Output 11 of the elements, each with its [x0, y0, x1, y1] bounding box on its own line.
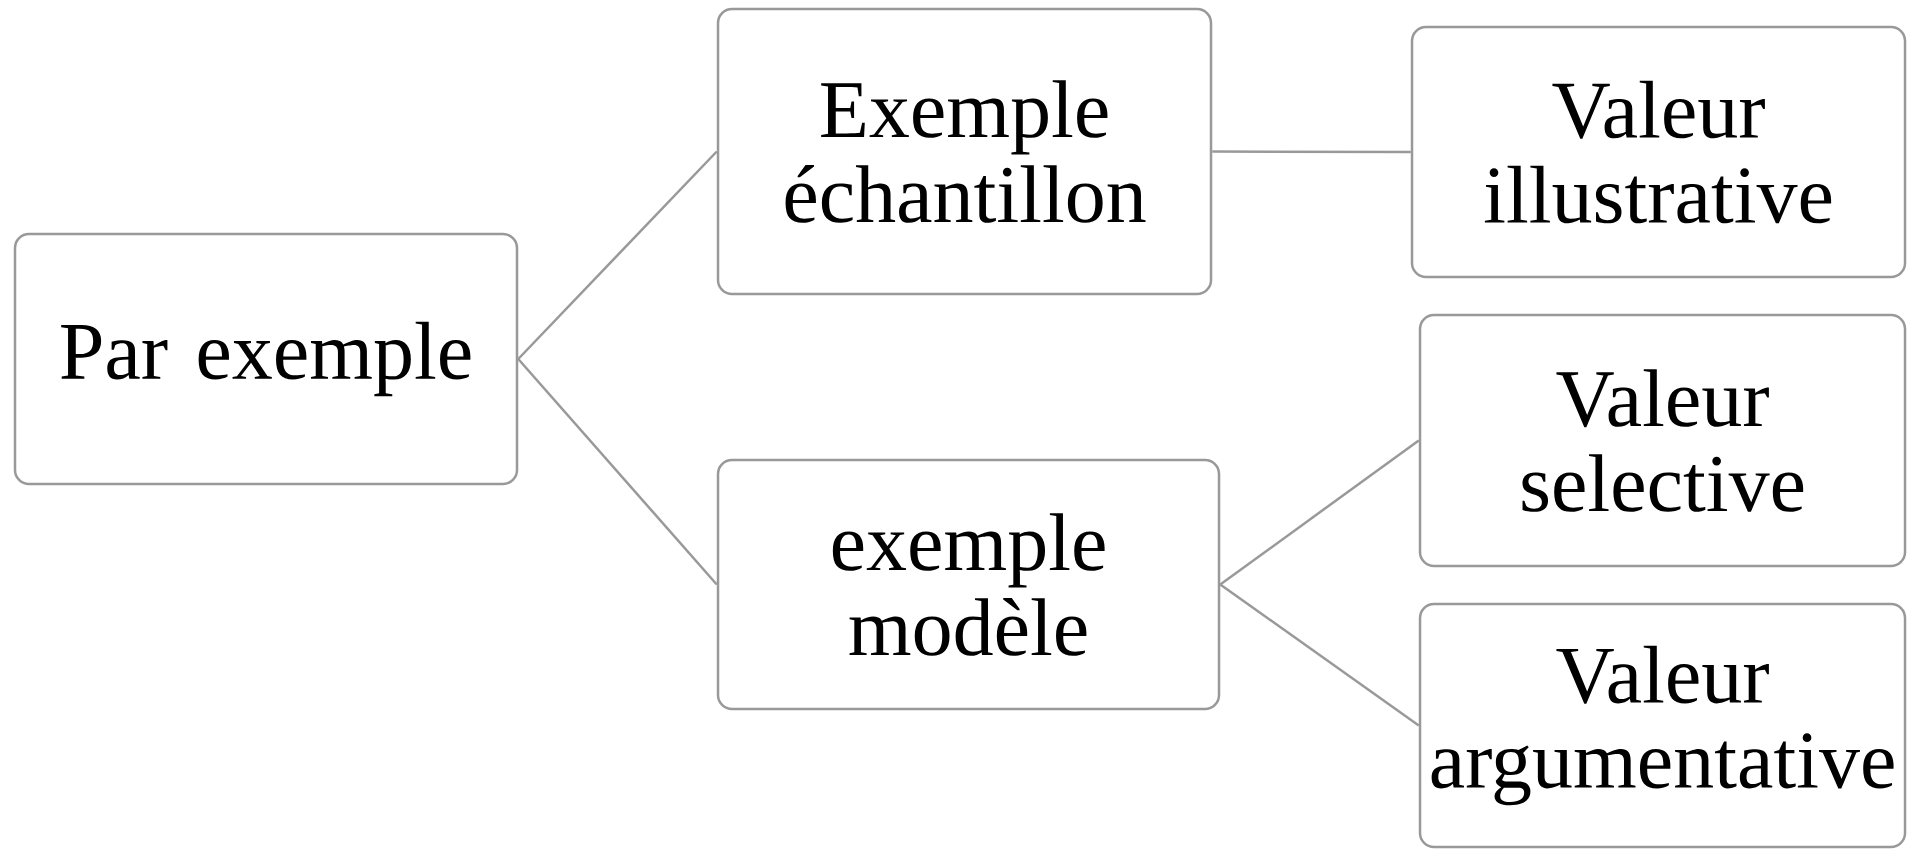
process-box: Par exemple [13, 232, 519, 486]
connector-line [517, 358, 718, 586]
connector-line [1219, 439, 1420, 586]
connector-line [517, 150, 718, 360]
process-box: Valeur illustrative [1410, 25, 1907, 279]
process-box: Valeur argumentative [1418, 602, 1907, 849]
process-box: exemple modèle [716, 458, 1221, 711]
connector-line [1219, 583, 1420, 727]
connector-line [1212, 150, 1411, 154]
process-box: Exemple échantillon [716, 7, 1213, 296]
process-box: Valeur selective [1418, 313, 1907, 568]
